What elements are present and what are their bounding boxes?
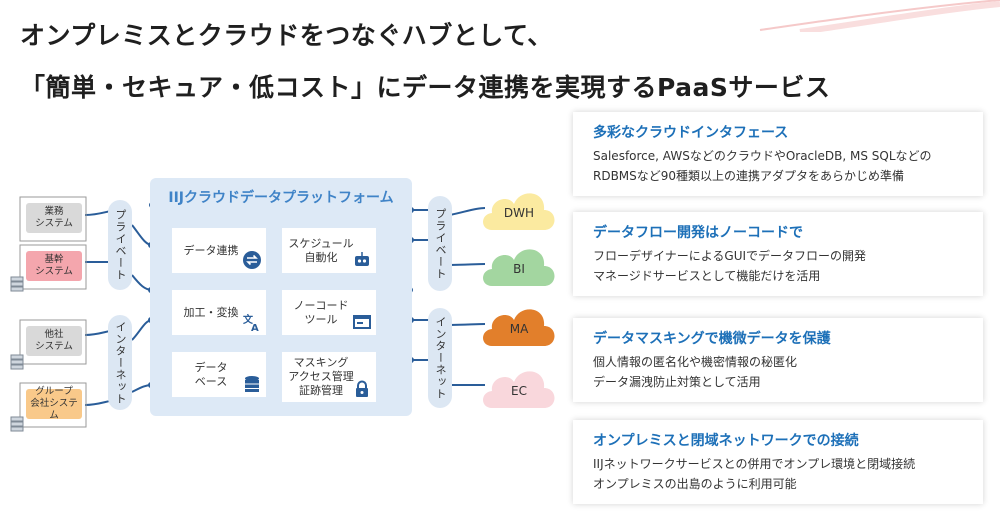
system-business: 業務 システム	[20, 197, 98, 241]
feature-heading: オンプレミスと閉域ネットワークでの接続	[593, 433, 859, 449]
feature-panel-masking: データマスキングで機微データを保護 個人情報の匿名化や機密情報の秘匿化 データ漏…	[573, 318, 983, 402]
feature-line: マネージドサービスとして機能だけを活用	[593, 269, 821, 283]
function-label: マスキング アクセス管理 証跡管理	[288, 356, 354, 397]
system-other-company: 他社 システム	[20, 320, 98, 364]
feature-line: オンプレミスの出島のように利用可能	[593, 477, 797, 491]
decorative-swoosh	[759, 0, 1000, 32]
function-label: データ連携	[183, 243, 239, 257]
cloud-label: EC	[511, 384, 527, 398]
svg-text:文: 文	[243, 313, 254, 326]
server-icon	[10, 416, 24, 432]
sync-icon	[243, 251, 261, 269]
cloud-label: BI	[513, 262, 525, 276]
pill-left-private: プライベート	[108, 200, 132, 290]
feature-panel-nocode: データフロー開発はノーコードで フローデザイナーによるGUIでデータフローの開発…	[573, 212, 983, 296]
server-icon	[10, 276, 24, 292]
feature-line: Salesforce, AWSなどのクラウドやOracleDB, MS SQLな…	[593, 149, 932, 163]
headline: オンプレミスとクラウドをつなぐハブとして、 「簡単・セキュア・低コスト」にデータ…	[20, 10, 830, 114]
feature-heading: データマスキングで機微データを保護	[593, 331, 831, 347]
platform-title: IIJクラウドデータプラットフォーム	[168, 190, 394, 206]
system-other-company-label: 他社 システム	[26, 326, 82, 356]
cloud-label: MA	[509, 322, 529, 336]
feature-line: フローデザイナーによるGUIでデータフローの開発	[593, 249, 867, 263]
feature-heading: データフロー開発はノーコードで	[593, 225, 803, 241]
feature-panel-closed-network: オンプレミスと閉域ネットワークでの接続 IIJネットワークサービスとの併用でオン…	[573, 420, 983, 504]
cloud-shape	[483, 193, 555, 230]
function-data-integration: データ連携	[172, 228, 266, 273]
cloud-label: DWH	[503, 206, 535, 220]
feature-panel-interfaces: 多彩なクラウドインタフェース Salesforce, AWSなどのクラウドやOr…	[573, 112, 983, 196]
platform-panel: IIJクラウドデータプラットフォーム データ連携 スケジュール 自動化 加工・変…	[150, 178, 412, 416]
function-label: 加工・変換	[183, 305, 239, 319]
feature-line: RDBMSなど90種類以上の連携アダプタをあらかじめ準備	[593, 169, 905, 183]
feature-description: IIJネットワークサービスとの併用でオンプレ環境と閉域接続 オンプレミスの出島の…	[593, 454, 915, 494]
database-icon	[245, 376, 259, 392]
cloud-shape	[483, 309, 555, 346]
pill-left-internet: インターネット	[108, 315, 132, 410]
feature-description: 個人情報の匿名化や機密情報の秘匿化 データ漏洩防止対策として活用	[593, 352, 797, 392]
function-schedule: スケジュール 自動化	[282, 228, 376, 273]
function-label: ノーコード ツール	[293, 298, 349, 326]
system-group-company-label: グループ 会社システム	[26, 386, 82, 421]
feature-heading: 多彩なクラウドインタフェース	[593, 125, 789, 141]
cloud-dwh: DWH	[478, 180, 560, 238]
svg-text:A: A	[251, 323, 259, 332]
function-transform: 加工・変換 文 A	[172, 290, 266, 335]
feature-description: フローデザイナーによるGUIでデータフローの開発 マネージドサービスとして機能だ…	[593, 246, 866, 286]
cloud-shape	[483, 249, 555, 286]
robot-icon	[355, 252, 369, 266]
window-icon	[353, 315, 371, 329]
feature-description: Salesforce, AWSなどのクラウドやOracleDB, MS SQLな…	[593, 146, 932, 186]
headline-line-2: 「簡単・セキュア・低コスト」にデータ連携を実現するPaaSサービス	[20, 73, 831, 102]
cloud-ec: EC	[478, 358, 560, 416]
function-label: データ ベース	[194, 360, 228, 388]
system-group-company: グループ 会社システム	[20, 383, 98, 427]
feature-line: データ漏洩防止対策として活用	[593, 375, 761, 389]
system-core-label: 基幹 システム	[26, 251, 82, 281]
cloud-ma: MA	[478, 296, 560, 354]
headline-line-1: オンプレミスとクラウドをつなぐハブとして、	[20, 21, 553, 50]
feature-line: 個人情報の匿名化や機密情報の秘匿化	[593, 355, 798, 369]
cloud-shape	[483, 371, 555, 408]
translate-icon: 文 A	[243, 313, 259, 332]
pill-right-internet: インターネット	[428, 308, 452, 408]
function-masking: マスキング アクセス管理 証跡管理	[282, 352, 376, 402]
cloud-bi: BI	[478, 236, 560, 294]
system-core: 基幹 システム	[20, 245, 98, 289]
system-business-label: 業務 システム	[26, 203, 82, 233]
server-icon	[10, 354, 24, 370]
lock-icon	[356, 380, 368, 397]
feature-line: IIJネットワークサービスとの併用でオンプレ環境と閉域接続	[593, 457, 916, 471]
function-nocode: ノーコード ツール	[282, 290, 376, 335]
pill-right-private: プライベート	[428, 196, 452, 291]
function-database: データ ベース	[172, 352, 266, 397]
function-label: スケジュール 自動化	[288, 236, 354, 264]
